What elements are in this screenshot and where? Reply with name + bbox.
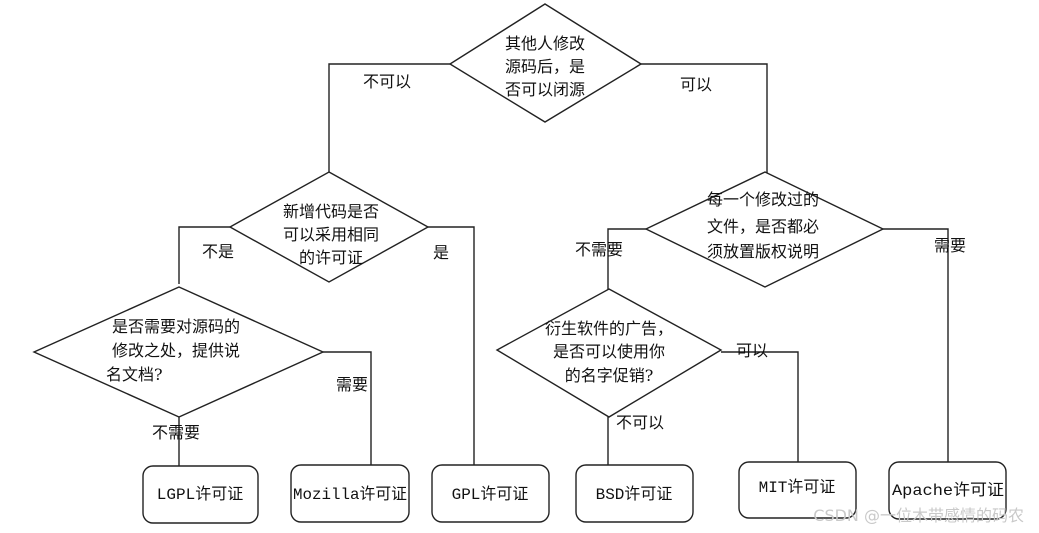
license-lgpl-label: LGPL许可证 [157,485,243,504]
decision-d2-line-2: 可以采用相同 [283,225,379,244]
license-gpl-label: GPL许可证 [452,485,529,504]
decision-d4: 是否需要对源码的 修改之处，提供说 名文档? [32,286,325,418]
edge-d5-right-line [721,351,799,462]
license-gpl: GPL许可证 [431,464,550,523]
license-mozilla-label: Mozilla许可证 [293,485,407,504]
decision-d2: 新增代码是否 可以采用相同 的许可证 [228,171,430,283]
edge-d3-left-line [607,228,646,291]
connectors [178,63,949,466]
edge-d2-left-line [178,226,230,284]
edge-d4-right-line [323,351,372,465]
decision-d4-line-1: 是否需要对源码的 [112,317,240,336]
decision-d4-diamond [32,286,325,418]
license-bsd-label: BSD许可证 [596,485,673,504]
decision-d3-line-2: 文件，是否都必 [707,217,819,236]
decision-d1-line-2: 源码后，是 [505,57,585,76]
license-apache-box [888,461,1007,520]
edge-label-d3-right: 需要 [934,236,966,255]
edge-label-d3-left: 不需要 [575,240,623,259]
decision-d1: 其他人修改 源码后，是 否可以闭源 [448,3,643,123]
decision-d3-line-1: 每一个修改过的 [707,190,819,209]
license-bsd: BSD许可证 [575,464,694,523]
license-apache: Apache许可证 [888,461,1007,520]
decision-d5-diamond [495,288,723,418]
decision-d5-line-2: 是否可以使用你 [553,342,665,361]
decision-d2-diamond [228,171,430,283]
edge-label-d4-down: 不需要 [152,423,200,442]
decision-d4-line-3: 名文档? [106,365,163,384]
decision-d1-line-1: 其他人修改 [505,34,585,53]
license-mit-label: MIT许可证 [759,478,836,497]
decision-d1-line-3: 否可以闭源 [505,80,585,99]
license-lgpl: LGPL许可证 [142,465,259,524]
decision-d3: 每一个修改过的 文件，是否都必 须放置版权说明 [644,171,885,288]
edge-label-d5-right: 可以 [736,341,768,360]
decision-d5-line-3: 的名字促销? [565,366,654,385]
edge-d2-right-line [428,226,475,465]
edge-label-d2-left: 不是 [202,242,234,261]
edge-label-d5-down: 不可以 [616,413,664,432]
edge-label-d1-left: 不可以 [363,72,411,91]
decision-d4-line-2: 修改之处，提供说 [112,341,240,360]
edge-label-d4-right: 需要 [336,375,368,394]
decision-d3-line-3: 须放置版权说明 [707,242,819,261]
edge-labels: 不可以 可以 不是 是 不需要 需要 不需要 需要 不可以 可以 [152,72,966,442]
license-bsd-box [575,464,694,523]
license-mit-box [738,461,857,519]
license-mit: MIT许可证 [738,461,857,519]
edge-d1-left-line [328,63,450,200]
license-lgpl-box [142,465,259,524]
edge-label-d2-right: 是 [433,243,449,262]
decision-d5: 衍生软件的广告， 是否可以使用你 的名字促销? [495,288,723,418]
license-mozilla-box [290,464,410,523]
decision-d2-line-3: 的许可证 [299,248,363,267]
license-gpl-box [431,464,550,523]
edge-label-d1-right: 可以 [680,75,712,94]
edge-d1-right-line [641,63,768,190]
decision-d5-line-1: 衍生软件的广告， [545,319,673,338]
decision-d2-line-1: 新增代码是否 [283,202,379,221]
license-apache-label: Apache许可证 [892,481,1004,500]
license-mozilla: Mozilla许可证 [290,464,410,523]
decision-d3-diamond [644,171,885,288]
watermark: CSDN @一位木带感情的码农 [813,506,1024,525]
decision-d1-diamond [448,3,643,123]
edge-d3-right-line [883,228,949,462]
